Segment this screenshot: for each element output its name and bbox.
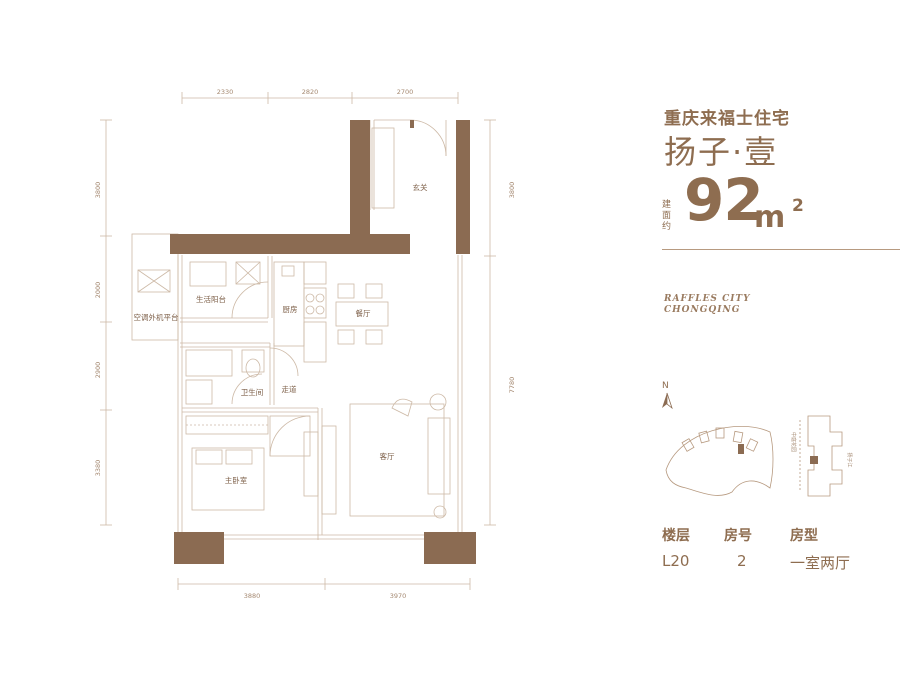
wall-segment xyxy=(424,532,476,564)
wall-segment xyxy=(174,532,224,564)
wall-segment xyxy=(456,120,470,254)
floor-value: L20 xyxy=(662,552,690,570)
floor-header: 楼层 xyxy=(662,528,690,544)
dim-right-2: 7780 xyxy=(508,377,516,394)
area-label: 建面约 xyxy=(662,200,672,232)
area-unit-superscript: 2 xyxy=(792,196,804,216)
dim-top-1: 2330 xyxy=(217,88,234,96)
dim-top-2: 2820 xyxy=(302,88,319,96)
dim-top-3: 2700 xyxy=(397,88,414,96)
room-label-corridor: 走道 xyxy=(282,384,297,394)
dim-left-1: 3800 xyxy=(94,182,102,199)
dim-right-1: 3800 xyxy=(508,182,516,199)
brand-line-1: RAFFLES CITY xyxy=(664,294,751,304)
dim-bottom-1: 3880 xyxy=(244,592,261,600)
wall-segment xyxy=(410,120,414,128)
keyplan-label-garden: 中庭花园 xyxy=(790,432,797,452)
room-number-value: 2 xyxy=(737,552,747,570)
area-value: 92 xyxy=(684,166,764,234)
wall-segment xyxy=(350,120,370,254)
unit-name: 扬子·壹 xyxy=(664,133,779,171)
brand-logo-text: RAFFLES CITY CHONGQING xyxy=(664,294,751,316)
unit-type-value: 一室两厅 xyxy=(790,554,851,572)
room-label-living-room: 客厅 xyxy=(380,451,395,461)
divider-line xyxy=(662,249,900,250)
brand-line-2: CHONGQING xyxy=(664,305,741,315)
dim-left-2: 2000 xyxy=(94,282,102,299)
dim-left-3: 2900 xyxy=(94,362,102,379)
room-label-kitchen: 厨房 xyxy=(283,304,298,314)
keyplan-label-river: 扬子江 xyxy=(846,452,853,467)
dim-left-4: 3380 xyxy=(94,460,102,477)
room-label-entrance: 玄关 xyxy=(413,182,428,192)
room-number-header: 房号 xyxy=(724,528,752,544)
room-label-bathroom: 卫生间 xyxy=(241,387,264,397)
north-label: N xyxy=(662,381,669,391)
room-label-ac-platform: 空调外机平台 xyxy=(134,312,179,322)
project-name: 重庆来福士住宅 xyxy=(664,109,790,129)
unit-type-header: 房型 xyxy=(790,528,818,544)
wall-segment xyxy=(170,234,370,254)
area-unit: m xyxy=(754,200,786,235)
dim-bottom-2: 3970 xyxy=(390,592,407,600)
room-label-dining: 餐厅 xyxy=(356,309,371,318)
key-plan xyxy=(665,415,843,497)
wall-segment xyxy=(370,234,410,254)
room-label-service-balcony: 生活阳台 xyxy=(196,294,226,304)
north-arrow-icon xyxy=(662,392,673,410)
room-label-master-bedroom: 主卧室 xyxy=(225,475,248,485)
